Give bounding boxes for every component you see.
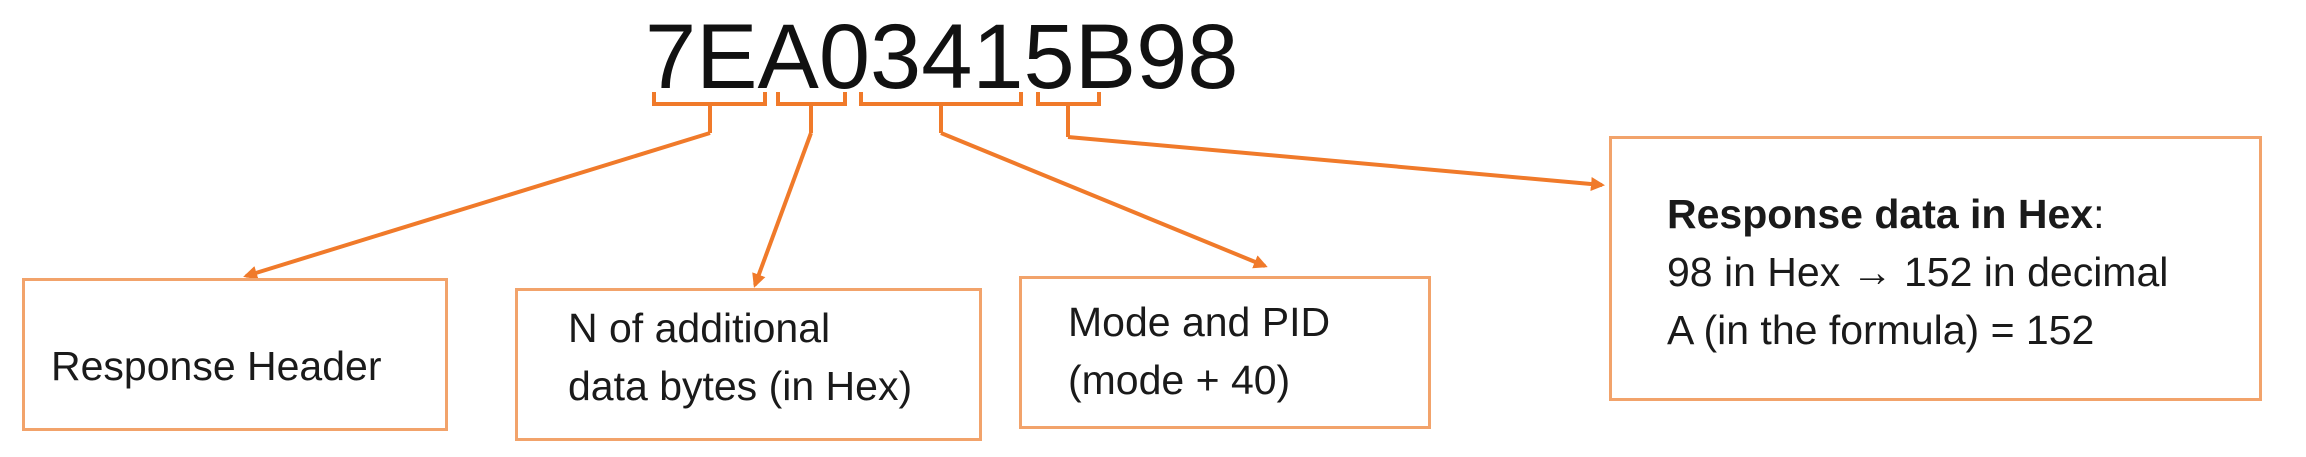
mode-pid-box: Mode and PID (mode + 40): [1019, 276, 1431, 429]
bracket-header: [652, 92, 767, 133]
bracket-data: [1036, 92, 1101, 137]
response-data-title-line: Response data in Hex:: [1667, 185, 2259, 243]
mode-pid-line2: (mode + 40): [1068, 357, 1291, 403]
arrow-to-response-data: [1067, 135, 1605, 191]
response-header-label: Response Header: [51, 343, 382, 389]
response-data-formula: A (in the formula) = 152: [1667, 307, 2095, 353]
response-data-box: Response data in Hex: 98 in Hex → 152 in…: [1609, 136, 2262, 401]
arrow-to-response-header: [243, 131, 711, 280]
additional-bytes-line2: data bytes (in Hex): [568, 363, 913, 409]
bracket-mode-pid: [859, 92, 1023, 133]
bracket-nbytes: [776, 92, 847, 133]
hex-response-string: 7EA03415B98: [645, 6, 1239, 108]
mode-pid-line1: Mode and PID: [1068, 299, 1331, 345]
arrow-to-mode-pid: [940, 131, 1268, 269]
arrow-to-nbytes: [752, 132, 813, 288]
response-data-title: Response data in Hex: [1667, 191, 2094, 237]
response-data-conversion: 98 in Hex → 152 in decimal: [1667, 249, 2169, 295]
response-header-box: Response Header: [22, 278, 448, 431]
additional-bytes-line1: N of additional: [568, 305, 831, 351]
response-data-title-colon: :: [2093, 191, 2105, 237]
additional-bytes-box: N of additional data bytes (in Hex): [515, 288, 982, 441]
